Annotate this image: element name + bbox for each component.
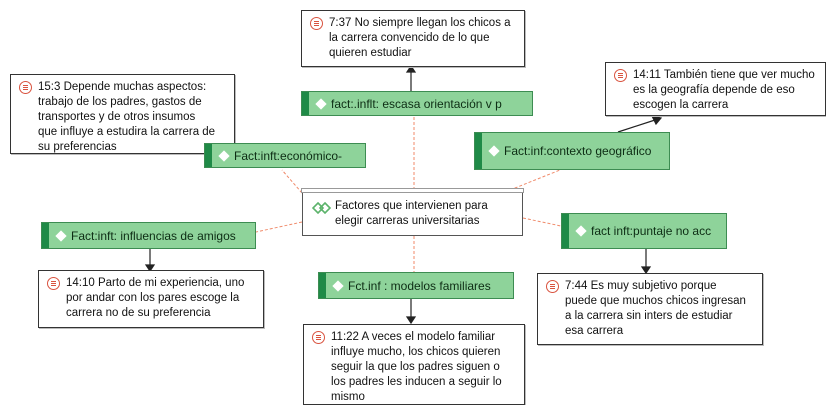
code-diamond-icon	[575, 225, 587, 237]
quote-text: 11:22 A veces el modelo familiar influye…	[331, 331, 502, 403]
quote-text: 14:10 Parto de mi experiencia, uno por a…	[66, 277, 245, 319]
hub-label: Factores que intervienen para elegir car…	[335, 200, 488, 227]
code-diamond-icon	[218, 149, 230, 162]
code-color-bar	[42, 223, 49, 248]
code-puntaje[interactable]: fact inft:puntaje no acc	[561, 213, 727, 249]
quote-text: 15:3 Depende muchas aspectos: trabajo de…	[38, 81, 216, 153]
quotation-document-icon	[312, 331, 325, 344]
code-diamond-icon	[488, 145, 500, 157]
quotation-document-icon	[614, 69, 627, 82]
link-hub-puntaje	[522, 217, 562, 227]
code-contexto-geografico[interactable]: Fact:inf:contexto geográfico	[474, 132, 670, 170]
code-color-bar	[562, 214, 569, 248]
code-label: Fact:inft:económico-	[234, 148, 343, 163]
quote-text: 14:11 También tiene que ver mucho es la …	[633, 69, 815, 111]
code-economico[interactable]: Fact:inft:económico-	[204, 143, 366, 168]
quote-text: 7:37 No siempre llegan los chicos a la c…	[329, 17, 511, 59]
quote-text: 7:44 Es muy subjetivo porque puede que m…	[565, 280, 746, 337]
code-label: fact:.inflt: escasa orientación v p	[331, 96, 502, 111]
quote-14-11[interactable]: 14:11 También tiene que ver mucho es la …	[605, 62, 826, 116]
quote-14-10[interactable]: 14:10 Parto de mi experiencia, uno por a…	[38, 270, 264, 328]
code-label: fact inft:puntaje no acc	[591, 224, 712, 238]
code-label: Fact:inft: influencias de amigos	[71, 228, 236, 243]
arrowhead-q1122	[405, 316, 417, 325]
quotation-document-icon	[19, 81, 32, 94]
quotation-document-icon	[310, 17, 323, 30]
code-label: Fact:inf:contexto geográfico	[504, 144, 652, 158]
network-group-icon	[312, 202, 332, 214]
link-hub-economico	[281, 169, 303, 194]
code-escasa-orientacion[interactable]: fact:.inflt: escasa orientación v p	[301, 91, 533, 116]
quote-7-37[interactable]: 7:37 No siempre llegan los chicos a la c…	[301, 10, 525, 67]
link-hub-geografico	[509, 169, 561, 191]
network-hub[interactable]: Factores que intervienen para elegir car…	[301, 188, 524, 236]
code-modelos-familiares[interactable]: Fct.inf : modelos familiares	[318, 272, 514, 299]
arrowhead-q1411	[650, 115, 663, 126]
arrowhead-q744	[640, 266, 652, 275]
link-hub-amigos	[255, 221, 303, 233]
code-diamond-icon	[55, 229, 67, 242]
code-label: Fct.inf : modelos familiares	[348, 278, 491, 293]
code-color-bar	[319, 273, 326, 298]
code-color-bar	[475, 133, 482, 169]
quotation-document-icon	[47, 277, 60, 290]
code-diamond-icon	[332, 279, 344, 292]
quote-15-3[interactable]: 15:3 Depende muchas aspectos: trabajo de…	[10, 74, 235, 154]
arrowhead-q1410	[144, 264, 156, 273]
arrowhead-q737	[405, 64, 417, 73]
code-diamond-icon	[315, 97, 327, 110]
arrow-geografico-q1411	[617, 119, 656, 133]
hub-top-frame	[301, 188, 524, 193]
quote-7-44[interactable]: 7:44 Es muy subjetivo porque puede que m…	[537, 273, 763, 345]
code-color-bar	[205, 144, 212, 167]
quotation-document-icon	[546, 280, 559, 293]
code-color-bar	[302, 92, 309, 115]
code-influencias-amigos[interactable]: Fact:inft: influencias de amigos	[41, 222, 256, 249]
quote-11-22[interactable]: 11:22 A veces el modelo familiar influye…	[303, 324, 525, 405]
